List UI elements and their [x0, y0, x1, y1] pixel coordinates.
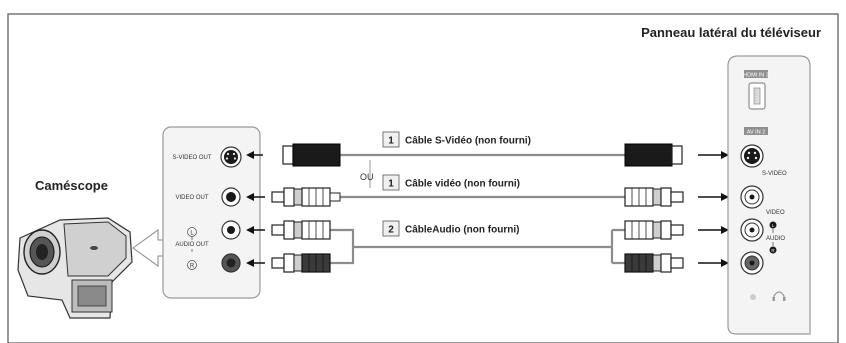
svg-text:L: L	[190, 231, 194, 237]
or-label: OU	[360, 172, 374, 182]
cam-audio-r-jack	[221, 253, 241, 273]
cam-l-mark	[187, 227, 197, 237]
tv-side-panel	[727, 55, 811, 335]
svg-text:1: 1	[388, 136, 394, 147]
video-plug-right	[624, 187, 684, 207]
tv-video-label: VIDEO	[766, 210, 785, 216]
s-video-out-label: S-VIDEO OUT	[172, 155, 211, 161]
audio-plug-left-dark	[271, 253, 331, 273]
s-video-plug-left	[282, 143, 341, 167]
hdmi-in-badge	[744, 70, 768, 78]
hdmi-port	[748, 82, 766, 110]
tv-s-video-label: S-VIDEO	[762, 171, 787, 177]
tv-audio-label: AUDIO	[766, 236, 785, 242]
tv-r-mark	[769, 246, 777, 254]
svg-text:CâbleAudio (non fourni): CâbleAudio (non fourni)	[405, 225, 519, 236]
svg-text:Câble vidéo (non fourni): Câble vidéo (non fourni)	[405, 179, 520, 190]
svg-text:Câble S-Vidéo (non fourni): Câble S-Vidéo (non fourni)	[405, 136, 531, 147]
cam-s-video-jack	[220, 146, 242, 168]
tv-s-video-jack	[740, 144, 764, 168]
tv-audio-r-jack	[740, 251, 764, 275]
camcorder-illustration	[17, 217, 133, 319]
av-in-badge	[744, 127, 768, 135]
svg-text:R: R	[190, 264, 195, 270]
audio-cable	[330, 228, 625, 265]
diagram-frame	[7, 13, 839, 343]
cam-video-jack	[221, 187, 241, 207]
camcorder-output-panel	[162, 126, 261, 299]
headphone-icon	[773, 291, 785, 300]
s-video-plug-right	[624, 143, 683, 167]
cam-r-mark	[187, 260, 197, 270]
svg-text:L: L	[772, 223, 775, 228]
audio-plug-right-white	[624, 220, 684, 240]
tv-video-jack	[740, 185, 764, 209]
tv-indicator-dot	[750, 294, 756, 300]
audio-out-label: AUDIO OUT	[175, 242, 209, 248]
svg-text:HDMI IN 3: HDMI IN 3	[743, 73, 769, 79]
audio-plug-right-dark	[624, 253, 684, 273]
audio-plug-left-white	[271, 220, 331, 240]
cable-label-s-video: 1 Câble S-Vidéo (non fourni)	[382, 131, 531, 148]
tv-audio-l-jack	[740, 218, 764, 242]
svg-text:2: 2	[388, 225, 394, 236]
tv-panel-title: Panneau latéral du téléviseur	[641, 25, 821, 40]
svg-text:R: R	[771, 248, 775, 253]
svg-text:1: 1	[388, 179, 394, 190]
cam-audio-l-jack	[221, 220, 241, 240]
cable-label-video: 1 Câble vidéo (non fourni)	[382, 174, 520, 191]
video-out-label: VIDEO OUT	[175, 195, 208, 201]
cable-label-audio: 2 CâbleAudio (non fourni)	[382, 220, 519, 237]
tv-l-mark	[769, 221, 777, 229]
svg-text:AV IN 2: AV IN 2	[747, 130, 766, 136]
video-plug-left	[271, 187, 341, 207]
camcorder-label: Caméscope	[35, 178, 108, 193]
